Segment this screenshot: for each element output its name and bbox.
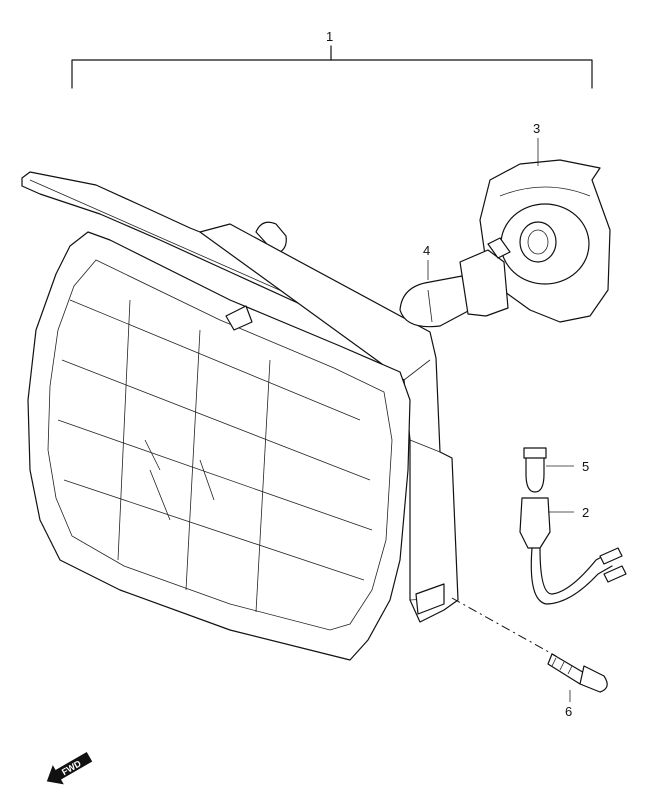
callout-2: 2 — [582, 505, 589, 520]
bulb-socket — [479, 159, 611, 323]
callout-6: 6 — [565, 704, 572, 719]
callout-labels: 1 2 3 4 5 6 — [326, 29, 589, 719]
position-socket-wire — [519, 497, 627, 605]
headlamp-bulb — [399, 237, 511, 328]
callout-4: 4 — [423, 243, 430, 258]
callout-1: 1 — [326, 29, 333, 44]
position-bulb — [523, 447, 547, 493]
callout-3: 3 — [533, 121, 540, 136]
leader-lines — [427, 138, 574, 702]
callout-5: 5 — [582, 459, 589, 474]
headlamp-unit — [21, 171, 459, 661]
assembly-bracket — [71, 45, 593, 89]
mounting-screw — [547, 653, 608, 693]
forward-direction-badge: FWD — [46, 751, 93, 785]
forward-arrow-icon — [46, 751, 93, 785]
